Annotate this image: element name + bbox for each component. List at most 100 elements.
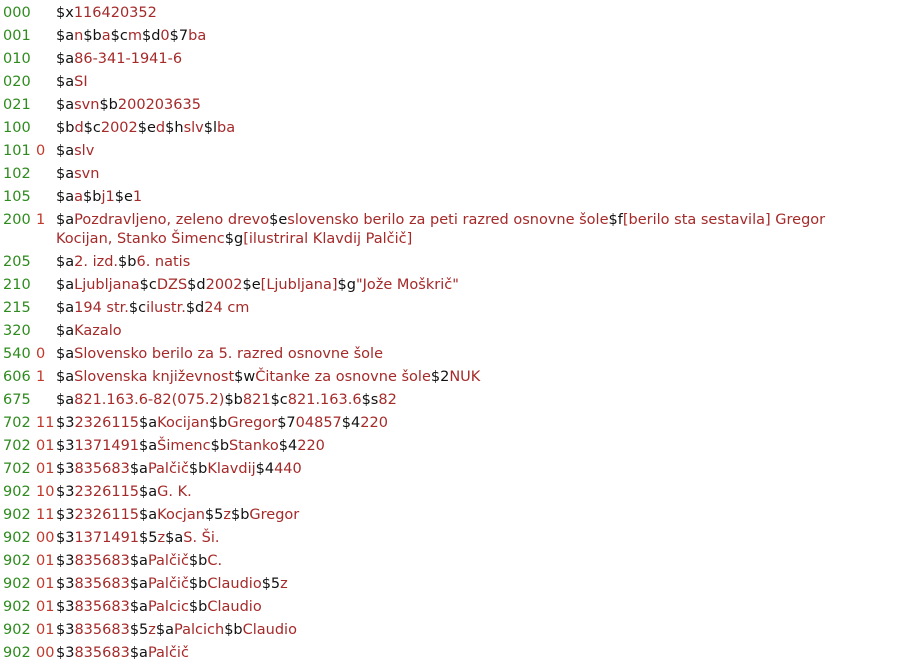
field-tag: 902 — [3, 484, 31, 500]
field-indicator — [36, 117, 56, 140]
field-tag: 702 — [3, 438, 31, 454]
subfield-code: $a — [56, 277, 75, 293]
subfield-code: $3 — [56, 461, 75, 477]
subfield-code: $h — [165, 120, 184, 136]
field-content: $a821.163.6-82(075.2)$b821$c821.163.6$s8… — [56, 389, 900, 412]
subfield-value: 821.163.6 — [287, 392, 362, 408]
subfield-value: Gregor — [227, 415, 278, 431]
field-tag: 100 — [3, 120, 31, 136]
field-content: $an$ba$cm$d0$7ba — [56, 25, 900, 48]
subfield-code: $b — [83, 189, 102, 205]
subfield-value: Kazalo — [74, 323, 122, 339]
subfield-code: $d — [185, 300, 205, 316]
record-field-row: 675$a821.163.6-82(075.2)$b821$c821.163.6… — [0, 389, 900, 412]
subfield-code: $d — [187, 277, 206, 293]
record-field-row: 001 $an$ba$cm$d0$7ba — [0, 25, 900, 48]
subfield-value: 86-341-1941-6 — [74, 51, 183, 67]
subfield-value: Slovenska književnost — [74, 369, 235, 385]
field-tag: 320 — [3, 323, 31, 339]
field-tag: 010 — [3, 51, 31, 67]
field-indicator: 0 — [36, 143, 46, 159]
field-content: $aLjubljana$cDZS$d2002$e[Ljubljana]$g"Jo… — [56, 274, 900, 297]
subfield-code: $b — [99, 97, 118, 113]
field-indicator — [36, 48, 56, 71]
record-field-row: 100 $bd$c2002$ed$hslv$lba — [0, 117, 900, 140]
subfield-code: $a — [139, 507, 158, 523]
subfield-value: Palcich — [174, 622, 225, 638]
subfield-value: Gregor — [249, 507, 300, 523]
subfield-code: $3 — [56, 645, 75, 661]
field-indicator: 0 — [36, 346, 46, 362]
subfield-value: 1 — [132, 189, 143, 205]
subfield-value: SI — [74, 74, 88, 90]
subfield-code: $f — [608, 212, 623, 228]
field-tag: 020 — [3, 74, 31, 90]
subfield-value: G. K. — [157, 484, 192, 500]
subfield-code: $b — [224, 622, 243, 638]
field-indicator: 01 — [36, 576, 55, 592]
subfield-code: $3 — [56, 553, 75, 569]
field-tag: 210 — [3, 277, 31, 293]
field-content: $31371491$5z$aS. Ši. — [56, 527, 900, 550]
subfield-code: $3 — [56, 530, 75, 546]
field-indicator: 01 — [36, 599, 55, 615]
subfield-value: 04857 — [295, 415, 342, 431]
subfield-value: Palčič — [147, 553, 189, 569]
subfield-code: $b — [224, 392, 243, 408]
subfield-value: Palcic — [147, 599, 189, 615]
subfield-code: $7 — [277, 415, 296, 431]
subfield-value: [berilo sta sestavila] Gregor Kocijan, S… — [56, 212, 826, 247]
subfield-code: $d — [141, 28, 161, 44]
field-content: $aKazalo — [56, 320, 900, 343]
subfield-value: Pozdravljeno, zeleno drevo — [74, 212, 270, 228]
subfield-code: $a — [56, 97, 75, 113]
field-indicator — [36, 71, 56, 94]
subfield-value: n — [74, 28, 84, 44]
field-indicator — [36, 186, 56, 209]
field-indicator — [36, 25, 56, 48]
subfield-code: $5 — [129, 622, 149, 638]
subfield-value: Klavdij — [207, 461, 256, 477]
field-tag: 902 — [3, 622, 31, 638]
subfield-code: $a — [129, 599, 148, 615]
field-content: $3835683$aPalčič — [56, 642, 900, 665]
subfield-value: [ilustriral Klavdij Palčič] — [243, 231, 413, 247]
field-indicator: 01 — [36, 553, 55, 569]
record-field-row: 215$a194 str.$cilustr.$d24 cm — [0, 297, 900, 320]
subfield-code: $l — [203, 120, 217, 136]
subfield-value: 24 cm — [204, 300, 250, 316]
subfield-code: $c — [128, 300, 147, 316]
field-tag: 902 — [3, 530, 31, 546]
subfield-value: ilustr. — [146, 300, 186, 316]
field-tag: 902 — [3, 576, 31, 592]
subfield-code: $b — [188, 599, 208, 615]
field-tag: 902 — [3, 645, 31, 661]
record-field-row: 021$asvn$b200203635 — [0, 94, 900, 117]
field-content: $31371491$aŠimenc$bStanko$4220 — [56, 435, 900, 458]
field-indicator: 01 — [36, 461, 55, 477]
subfield-value: z — [148, 622, 156, 638]
subfield-value: 821.163.6-82(075.2) — [74, 392, 225, 408]
subfield-value: 2002 — [100, 120, 138, 136]
field-content: $asvn — [56, 163, 900, 186]
subfield-code: $5 — [261, 576, 281, 592]
field-tag: 205 — [3, 254, 31, 270]
field-content: $bd$c2002$ed$hslv$lba — [56, 117, 900, 140]
subfield-value: 220 — [360, 415, 388, 431]
subfield-code: $b — [230, 507, 250, 523]
field-tag: 021 — [3, 97, 31, 113]
field-tag: 000 — [3, 5, 31, 21]
subfield-value: Čitanke za osnovne šole — [255, 369, 431, 385]
field-indicator — [36, 320, 56, 343]
subfield-code: $3 — [56, 438, 75, 454]
subfield-code: $c — [110, 28, 128, 44]
field-content: $aSlovenska književnost$wČitanke za osno… — [56, 366, 900, 389]
subfield-code: $a — [56, 346, 75, 362]
field-tag: 001 — [3, 28, 31, 44]
